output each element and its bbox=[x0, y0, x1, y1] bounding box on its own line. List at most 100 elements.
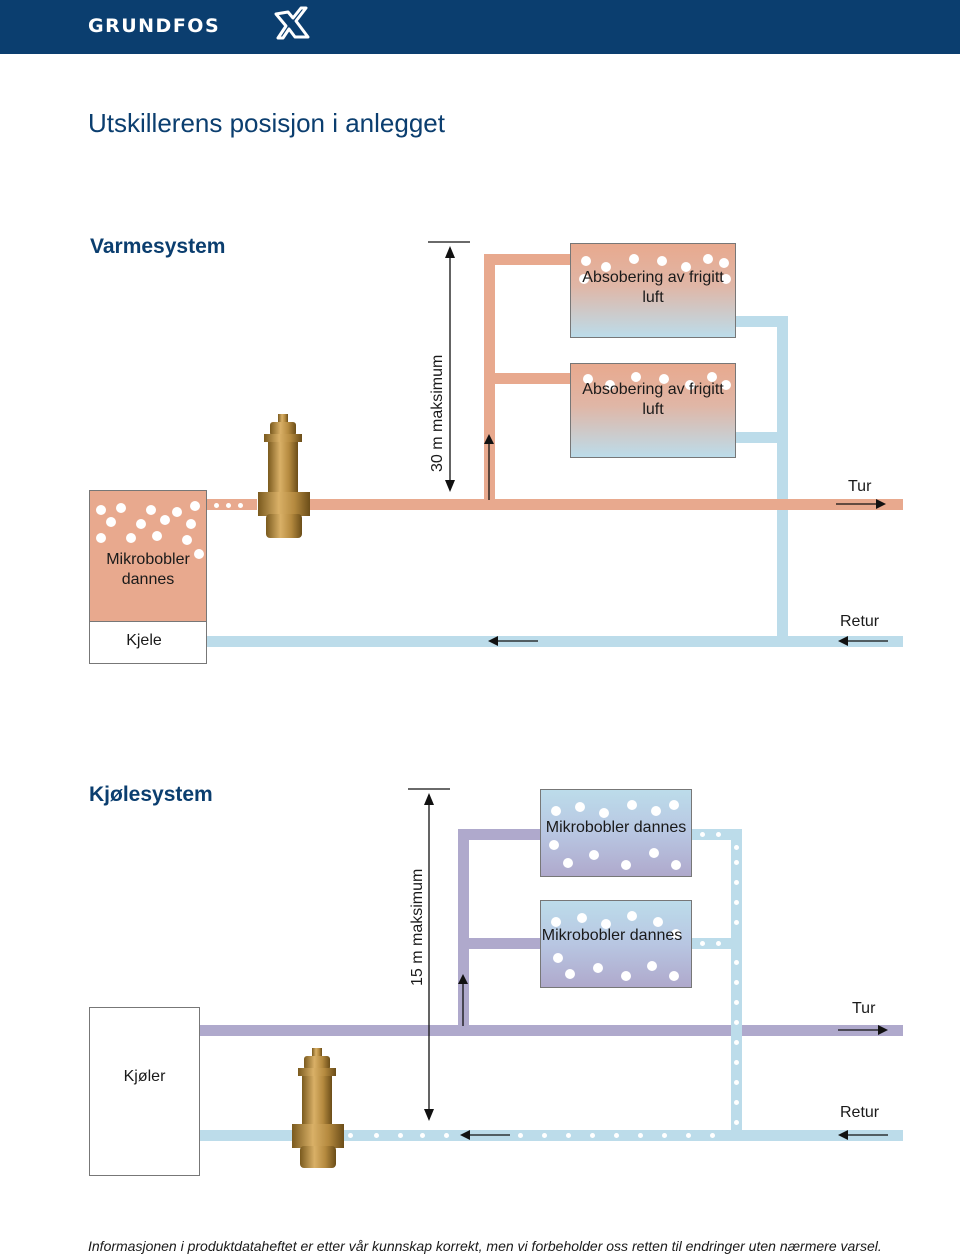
bubble bbox=[671, 860, 681, 870]
bubble bbox=[710, 1133, 715, 1138]
brand-logo-text: GRUNDFOS bbox=[88, 15, 221, 37]
header-bar: GRUNDFOS bbox=[0, 0, 960, 54]
arrow-icon bbox=[838, 636, 888, 646]
cooling-height-label: 15 m maksimum bbox=[409, 868, 426, 986]
bubble bbox=[194, 549, 204, 559]
bubble bbox=[671, 929, 681, 939]
bubble bbox=[605, 380, 615, 390]
bubble bbox=[653, 917, 663, 927]
cooling-unit-upper bbox=[540, 789, 692, 877]
air-separator-valve-icon bbox=[258, 414, 310, 538]
bubble bbox=[614, 1133, 619, 1138]
heating-radiator-upper-label: Absobering av frigitt luft bbox=[582, 269, 724, 306]
cooling-return-label: Retur bbox=[840, 1104, 880, 1121]
heating-radiator-lower bbox=[570, 363, 736, 458]
heating-return-riser bbox=[777, 316, 788, 642]
bubble bbox=[581, 256, 591, 266]
bubble bbox=[681, 262, 691, 272]
heating-return-pipe bbox=[207, 636, 903, 647]
bubble bbox=[549, 840, 559, 850]
cooling-supply-pipe bbox=[200, 1025, 903, 1036]
heating-radiator-upper bbox=[570, 243, 736, 338]
arrow-icon bbox=[836, 499, 886, 509]
bubble bbox=[420, 1133, 425, 1138]
bubble bbox=[734, 960, 739, 965]
cooling-supply-label: Tur bbox=[852, 1000, 876, 1017]
heating-supply-pipe bbox=[310, 499, 903, 510]
bubble bbox=[649, 848, 659, 858]
bubble bbox=[659, 374, 669, 384]
bubble bbox=[734, 1120, 739, 1125]
bubble bbox=[669, 800, 679, 810]
bubble bbox=[565, 969, 575, 979]
bubble bbox=[734, 880, 739, 885]
bubble bbox=[518, 1133, 523, 1138]
bubble bbox=[734, 1020, 739, 1025]
arrow-icon bbox=[838, 1025, 888, 1035]
bubble bbox=[734, 1060, 739, 1065]
heating-supply-pipe-stub bbox=[207, 499, 257, 510]
chiller-label: Kjøler bbox=[123, 1068, 166, 1085]
arrow-icon bbox=[838, 1130, 888, 1140]
page-title: Utskillerens posisjon i anlegget bbox=[88, 108, 445, 138]
bubble bbox=[172, 507, 182, 517]
bubble bbox=[707, 372, 717, 382]
bubble bbox=[136, 519, 146, 529]
heating-return-label: Retur bbox=[840, 613, 880, 630]
heating-supply-branch-upper bbox=[484, 254, 572, 265]
bubble bbox=[551, 806, 561, 816]
bubble bbox=[160, 515, 170, 525]
heating-return-branch-upper bbox=[735, 316, 788, 327]
bubble bbox=[627, 800, 637, 810]
arrow-icon bbox=[458, 974, 468, 1026]
bubble bbox=[152, 531, 162, 541]
heating-return-branch-lower bbox=[735, 432, 788, 443]
bubble bbox=[601, 919, 611, 929]
bubble bbox=[734, 860, 739, 865]
bubble bbox=[700, 832, 705, 837]
cooling-section-title: Kjølesystem bbox=[89, 783, 213, 806]
bubble bbox=[734, 920, 739, 925]
bubble bbox=[601, 262, 611, 272]
cooling-supply-branch-upper bbox=[458, 829, 542, 840]
cooling-return-riser bbox=[731, 829, 742, 1141]
bubble bbox=[553, 953, 563, 963]
bubble bbox=[621, 971, 631, 981]
bubble bbox=[563, 858, 573, 868]
bubble bbox=[627, 911, 637, 921]
bubble bbox=[590, 1133, 595, 1138]
boiler-label: Kjele bbox=[126, 632, 162, 649]
bubble bbox=[734, 1000, 739, 1005]
bubble bbox=[716, 832, 721, 837]
bubble bbox=[638, 1133, 643, 1138]
heating-radiator-lower-label: Absobering av frigitt luft bbox=[582, 381, 724, 418]
heating-height-label: 30 m maksimum bbox=[429, 354, 446, 472]
heating-section-title: Varmesystem bbox=[90, 235, 226, 258]
bubble bbox=[583, 374, 593, 384]
bubble bbox=[647, 961, 657, 971]
bubble bbox=[348, 1133, 353, 1138]
bubble bbox=[700, 941, 705, 946]
bubble bbox=[126, 533, 136, 543]
cooling-supply-riser bbox=[458, 829, 469, 1029]
bubble bbox=[734, 980, 739, 985]
bubble bbox=[577, 913, 587, 923]
bubble bbox=[186, 519, 196, 529]
bubble bbox=[734, 845, 739, 850]
heating-supply-label: Tur bbox=[848, 478, 872, 495]
bubble bbox=[721, 380, 731, 390]
bubble bbox=[96, 533, 106, 543]
bubble bbox=[734, 1080, 739, 1085]
bubble bbox=[182, 535, 192, 545]
bubble bbox=[734, 1100, 739, 1105]
cooling-return-pipe bbox=[200, 1130, 903, 1141]
arrow-icon bbox=[460, 1130, 510, 1140]
bubble bbox=[657, 256, 667, 266]
bubble bbox=[542, 1133, 547, 1138]
bubble bbox=[734, 1040, 739, 1045]
bubble bbox=[686, 1133, 691, 1138]
bubble bbox=[631, 372, 641, 382]
cooling-unit-lower-label: Mikrobobler dannes bbox=[541, 927, 683, 944]
bubble bbox=[374, 1133, 379, 1138]
bubble bbox=[96, 505, 106, 515]
